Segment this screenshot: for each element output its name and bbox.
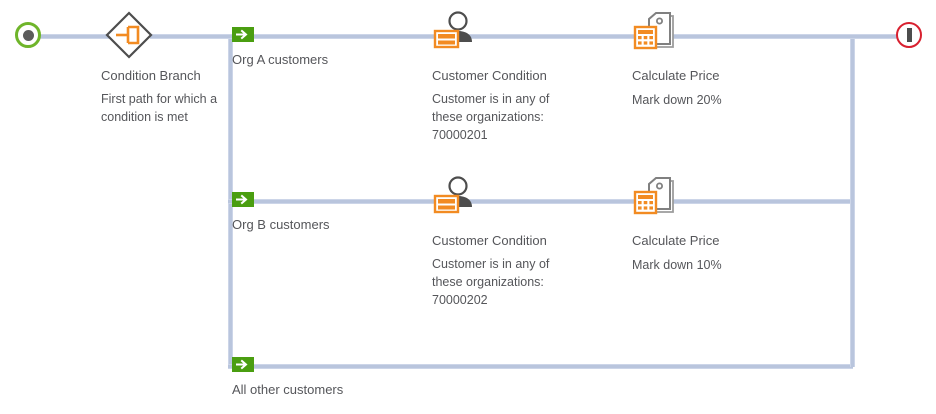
branch-label-3: All other customers (232, 382, 344, 397)
step-title-b2s1: Customer Condition (432, 233, 547, 248)
connector-branch-1 (228, 34, 853, 39)
connector-merge-spine (850, 34, 855, 367)
arrow-right-glyph (236, 194, 248, 205)
calculate-price-icon[interactable] (632, 175, 678, 219)
step-description-b1s2: Mark down 20% (632, 93, 722, 107)
decision-description: First path for which a condition is met (101, 92, 218, 124)
branch-arrow-icon[interactable] (232, 27, 254, 42)
condition-branch-diamond-icon[interactable] (104, 10, 154, 60)
start-event[interactable] (15, 22, 41, 48)
connector-branch-2 (228, 199, 853, 204)
connector-decision-to-split (150, 34, 230, 39)
decision-title: Condition Branch (101, 68, 201, 83)
end-event[interactable] (896, 22, 922, 48)
connector-start-to-decision (40, 34, 130, 39)
connector-branch-3 (228, 364, 853, 369)
step-title-b1s1: Customer Condition (432, 68, 547, 83)
branch-label-2: Org B customers (232, 217, 330, 232)
calculate-price-icon[interactable] (632, 10, 678, 54)
customer-condition-icon[interactable] (432, 175, 478, 219)
connector-merge-to-end (850, 34, 898, 39)
arrow-right-glyph (236, 29, 248, 40)
step-description-b2s1: Customer is in any of these organization… (432, 257, 550, 307)
step-title-b1s2: Calculate Price (632, 68, 720, 83)
branch-arrow-icon[interactable] (232, 357, 254, 372)
customer-condition-icon[interactable] (432, 10, 478, 54)
branch-arrow-icon[interactable] (232, 192, 254, 207)
arrow-right-glyph (236, 359, 248, 370)
step-description-b1s1: Customer is in any of these organization… (432, 92, 550, 142)
step-description-b2s2: Mark down 10% (632, 258, 722, 272)
branch-label-1: Org A customers (232, 52, 329, 67)
step-title-b2s2: Calculate Price (632, 233, 720, 248)
